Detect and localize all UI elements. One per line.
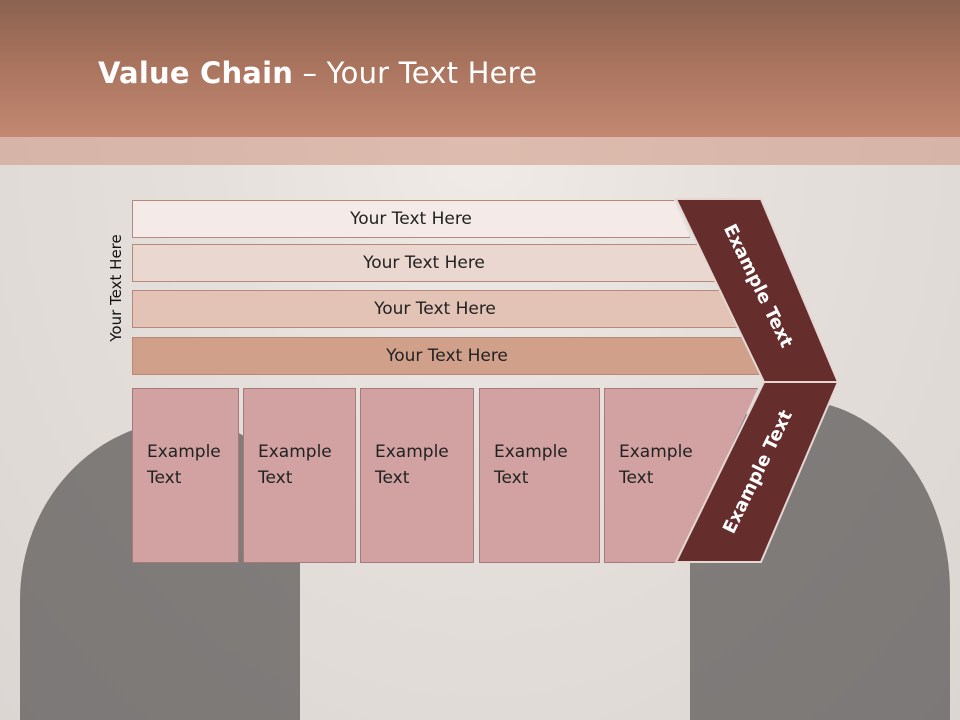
header-strip	[0, 137, 960, 165]
support-row: Your Text Here	[132, 200, 690, 238]
slide-title: Value Chain – Your Text Here	[98, 56, 537, 90]
support-row: Your Text Here	[132, 337, 762, 375]
support-row: Your Text Here	[132, 244, 716, 282]
title-bold: Value Chain	[98, 56, 294, 90]
header-bar	[0, 0, 960, 137]
support-row: Your Text Here	[132, 290, 738, 328]
title-rest: – Your Text Here	[293, 56, 538, 90]
side-label: Your Text Here	[107, 234, 125, 342]
reflection: ExampleTextExampleTextExampleTextExample…	[0, 563, 960, 720]
